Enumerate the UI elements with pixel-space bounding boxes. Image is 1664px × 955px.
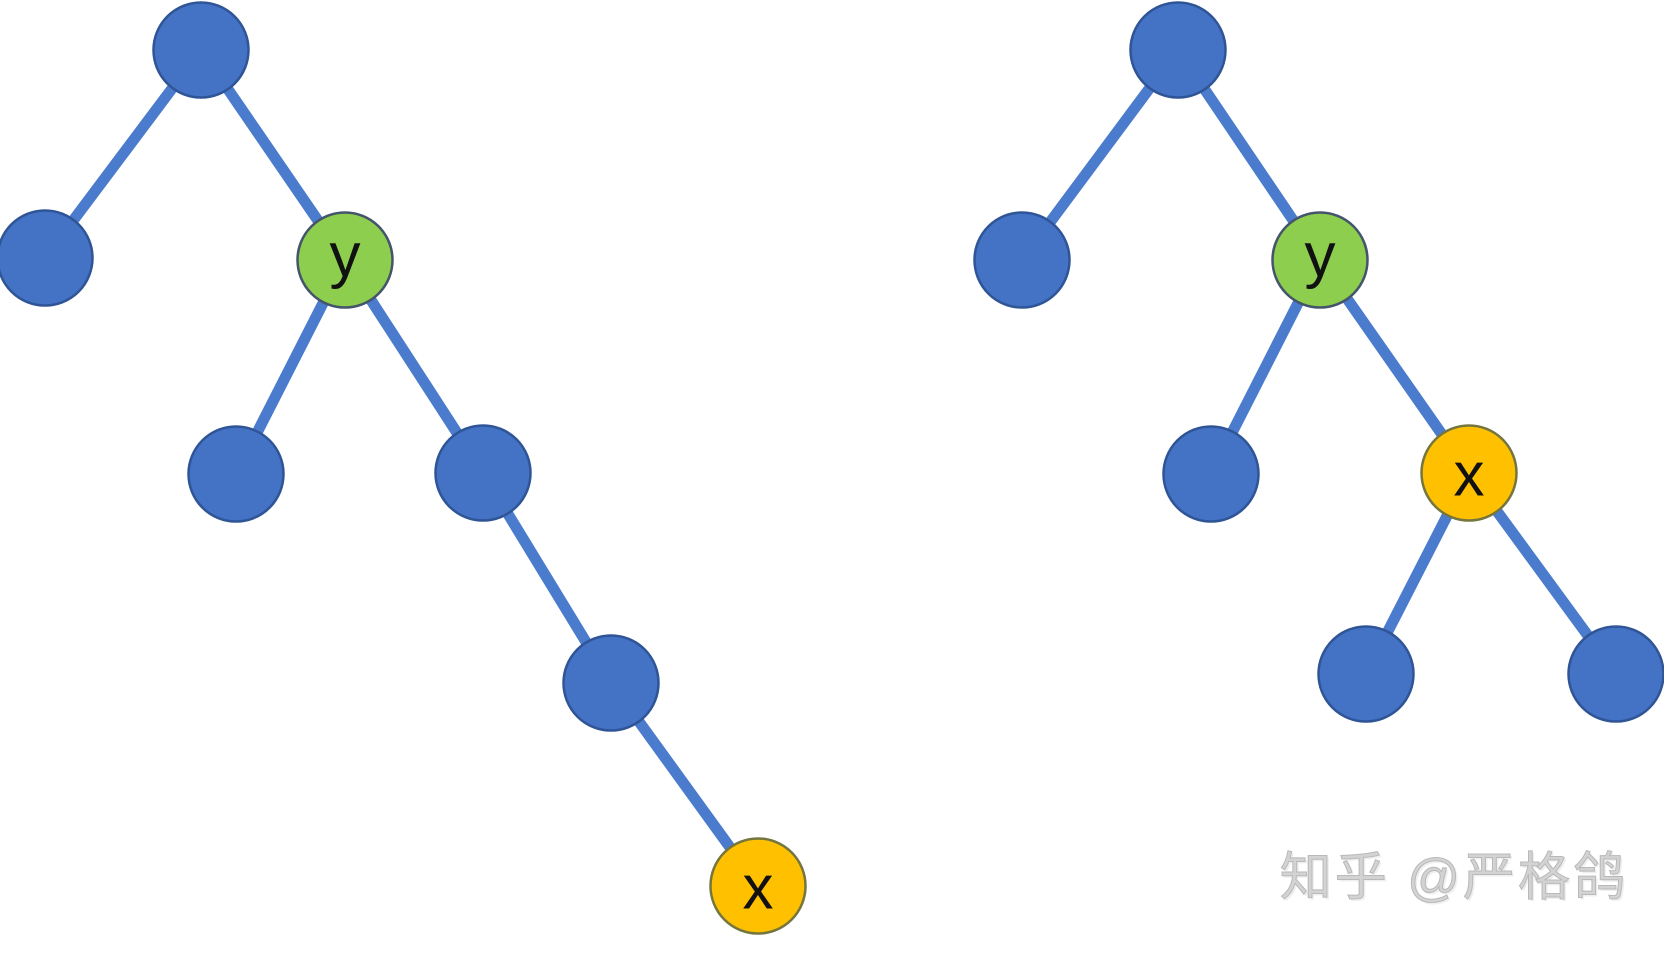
node-root-left [0, 209, 94, 307]
node-y-right [434, 424, 532, 522]
node-x [1420, 424, 1518, 522]
node-y [1271, 211, 1369, 309]
node-root [1129, 1, 1227, 99]
node-y-left [187, 425, 285, 523]
node-y [296, 211, 394, 309]
node-x [709, 837, 807, 935]
node-x-left [1317, 625, 1415, 723]
node-root [152, 1, 250, 99]
node-y-left [1162, 425, 1260, 523]
tree-right: yx [973, 1, 1664, 723]
node-root-left [973, 211, 1071, 309]
node-x-right [1567, 625, 1664, 723]
tree-left: yx [0, 1, 807, 935]
node-mid [562, 634, 660, 732]
watermark: 知乎 @严格鸽 [1279, 849, 1628, 908]
